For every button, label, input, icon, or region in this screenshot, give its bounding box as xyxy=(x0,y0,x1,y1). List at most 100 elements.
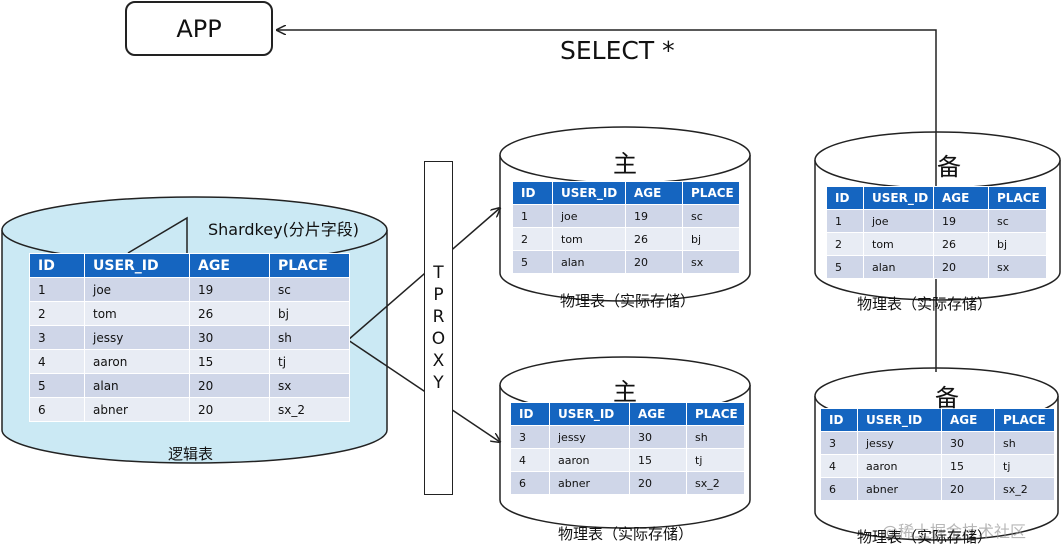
column-header: AGE xyxy=(625,181,683,205)
table-cell: 6 xyxy=(510,471,550,495)
table-cell: jessy xyxy=(549,425,630,449)
table-cell: sh xyxy=(686,425,745,449)
column-header: ID xyxy=(29,253,85,278)
table-cell: 20 xyxy=(933,255,989,279)
table-cell: 15 xyxy=(189,349,270,374)
table-cell: 3 xyxy=(820,431,858,455)
table-cell: sx xyxy=(988,255,1047,279)
table-cell: sh xyxy=(269,325,350,350)
table-cell: tj xyxy=(686,448,745,472)
tproxy-letter: T xyxy=(433,263,444,283)
table-cell: tom xyxy=(552,227,626,251)
table-cell: alan xyxy=(863,255,934,279)
table-cell: tom xyxy=(84,301,190,326)
table-cell: 15 xyxy=(941,454,995,478)
column-header: PLACE xyxy=(994,408,1055,432)
table-cell: 6 xyxy=(29,397,85,422)
table-cell: 30 xyxy=(629,425,687,449)
table-cell: jessy xyxy=(84,325,190,350)
table-cell: jessy xyxy=(857,431,942,455)
table-cell: tom xyxy=(863,232,934,256)
table-cell: 30 xyxy=(189,325,270,350)
table-cell: 4 xyxy=(510,448,550,472)
table-cell: aaron xyxy=(549,448,630,472)
table-cell: bj xyxy=(988,232,1047,256)
column-header: AGE xyxy=(941,408,995,432)
table-cell: 4 xyxy=(29,349,85,374)
table-cell: 30 xyxy=(941,431,995,455)
tproxy-letter: O xyxy=(431,329,446,349)
app-box: APP xyxy=(125,1,273,56)
table-cell: alan xyxy=(552,250,626,274)
column-header: ID xyxy=(512,181,553,205)
table-cell: abner xyxy=(84,397,190,422)
tproxy-letter: Y xyxy=(433,373,444,393)
table-cell: bj xyxy=(682,227,740,251)
shardkey-pointer-line xyxy=(127,216,188,254)
table-cell: 2 xyxy=(29,301,85,326)
column-header: PLACE xyxy=(988,186,1047,210)
table-cell: aaron xyxy=(84,349,190,374)
physical-db-title: 备 xyxy=(937,153,961,181)
column-header: ID xyxy=(820,408,858,432)
table-cell: 5 xyxy=(826,255,864,279)
table-cell: 3 xyxy=(29,325,85,350)
column-header: ID xyxy=(510,402,550,426)
table-cell: joe xyxy=(552,204,626,228)
table-cell: sx xyxy=(682,250,740,274)
table-cell: joe xyxy=(863,209,934,233)
table-cell: 20 xyxy=(625,250,683,274)
table-cell: 20 xyxy=(189,373,270,398)
column-header: PLACE xyxy=(686,402,745,426)
tproxy-letter: X xyxy=(432,351,445,371)
column-header: USER_ID xyxy=(549,402,630,426)
column-header: PLACE xyxy=(682,181,740,205)
column-header: ID xyxy=(826,186,864,210)
table-cell: 6 xyxy=(820,477,858,501)
shardkey-label: Shardkey(分片字段) xyxy=(208,220,360,239)
table-cell: 4 xyxy=(820,454,858,478)
table-cell: 20 xyxy=(941,477,995,501)
table-cell: aaron xyxy=(857,454,942,478)
table-cell: 2 xyxy=(826,232,864,256)
table-cell: sx_2 xyxy=(994,477,1055,501)
table-cell: 15 xyxy=(629,448,687,472)
column-header: USER_ID xyxy=(552,181,626,205)
table-cell: 5 xyxy=(29,373,85,398)
table-cell: 19 xyxy=(189,277,270,302)
physical-table-caption: 物理表（实际存储） xyxy=(558,525,694,543)
table-cell: 1 xyxy=(29,277,85,302)
table-cell: tj xyxy=(269,349,350,374)
physical-table-caption: 物理表（实际存储） xyxy=(857,528,993,546)
watermark: @稀土掘金技术社区 xyxy=(882,522,1027,541)
tproxy-letter: R xyxy=(432,307,445,327)
column-header: USER_ID xyxy=(857,408,942,432)
table-cell: sx xyxy=(269,373,350,398)
tproxy-letter: P xyxy=(433,285,444,305)
physical-db-title: 主 xyxy=(613,150,637,178)
table-cell: tj xyxy=(994,454,1055,478)
table-cell: abner xyxy=(549,471,630,495)
